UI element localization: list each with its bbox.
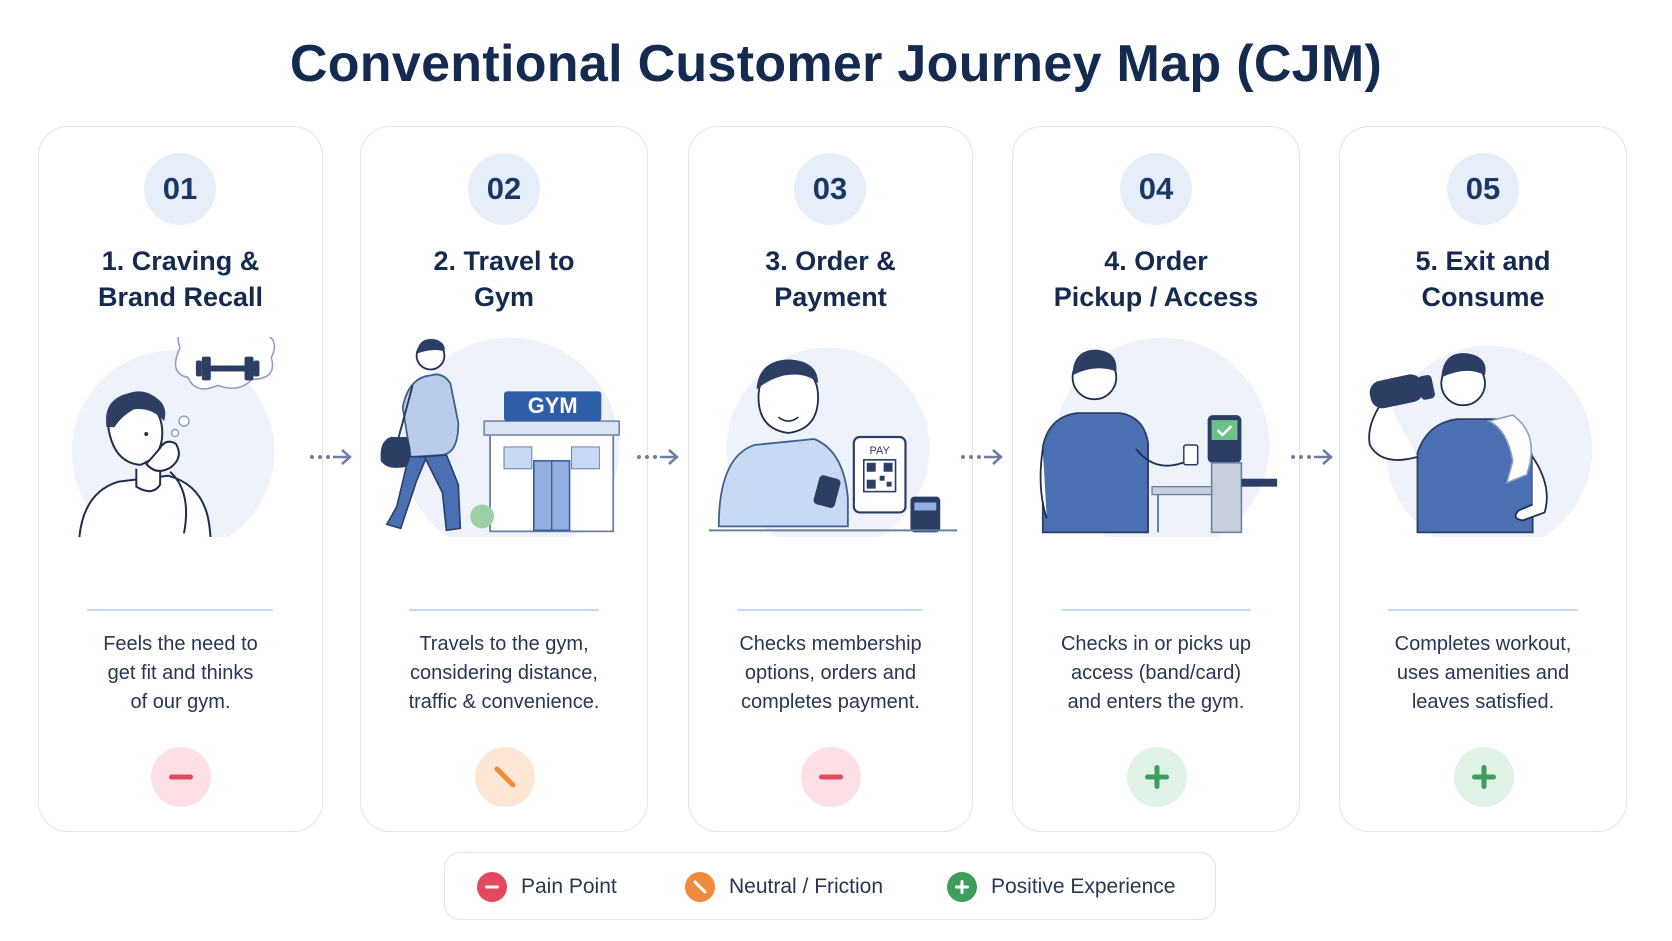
order-payment-illustration: PAY xyxy=(708,347,958,537)
stage-divider xyxy=(1388,609,1578,611)
positive-experience-indicator xyxy=(1454,747,1514,807)
pain-point-indicator xyxy=(151,747,211,807)
plus-icon xyxy=(1145,765,1169,789)
stage-divider xyxy=(1061,609,1251,611)
pickup-access-illustration xyxy=(1039,337,1278,537)
slash-icon xyxy=(494,766,516,788)
legend-label: Positive Experience xyxy=(991,875,1176,898)
minus-icon xyxy=(819,774,843,780)
dumbbell-icon xyxy=(195,356,260,381)
stage-number: 05 xyxy=(1447,153,1519,225)
pain-point-indicator xyxy=(801,747,861,807)
pay-screen-text: PAY xyxy=(870,445,891,457)
stage-divider xyxy=(737,609,923,611)
flow-arrow-icon xyxy=(310,449,352,465)
stage-description: Travels to the gym,considering distance,… xyxy=(408,633,600,713)
flow-arrow-icon xyxy=(1291,449,1333,465)
legend-item-pain: Pain Point xyxy=(477,853,617,921)
legend-label: Pain Point xyxy=(521,875,617,898)
legend-item-positive: Positive Experience xyxy=(947,853,1175,921)
plus-icon xyxy=(1472,765,1496,789)
stage-card-3: 03 3. Order &Payment PAY Checks membersh… xyxy=(688,126,973,832)
stage-number: 02 xyxy=(468,153,540,225)
legend-label: Neutral / Friction xyxy=(729,875,884,898)
exit-consume-illustration xyxy=(1368,345,1593,537)
stage-divider xyxy=(87,609,273,611)
legend: Pain Point Neutral / Friction Positive E… xyxy=(444,852,1216,920)
slash-icon xyxy=(685,872,715,902)
minus-icon xyxy=(169,774,193,780)
stage-title: 1. Craving &Brand Recall xyxy=(97,246,264,312)
minus-icon xyxy=(477,872,507,902)
stage-card-1: 01 1. Craving &Brand Recall Feels the ne… xyxy=(38,126,323,832)
neutral-friction-indicator xyxy=(475,747,535,807)
travel-illustration: GYM xyxy=(380,337,620,537)
stage-number: 03 xyxy=(794,153,866,225)
stage-title: 3. Order &Payment xyxy=(765,246,896,312)
page-title: Conventional Customer Journey Map (CJM) xyxy=(289,35,1383,93)
craving-illustration xyxy=(71,337,276,537)
flow-arrow-icon xyxy=(961,449,1003,465)
plus-icon xyxy=(947,872,977,902)
gym-sign-text: GYM xyxy=(528,393,578,418)
stage-number: 01 xyxy=(144,153,216,225)
flow-arrow-icon xyxy=(637,449,679,465)
stage-divider xyxy=(409,609,599,611)
legend-item-neutral: Neutral / Friction xyxy=(685,853,883,921)
positive-experience-indicator xyxy=(1127,747,1187,807)
stage-number: 04 xyxy=(1120,153,1192,225)
